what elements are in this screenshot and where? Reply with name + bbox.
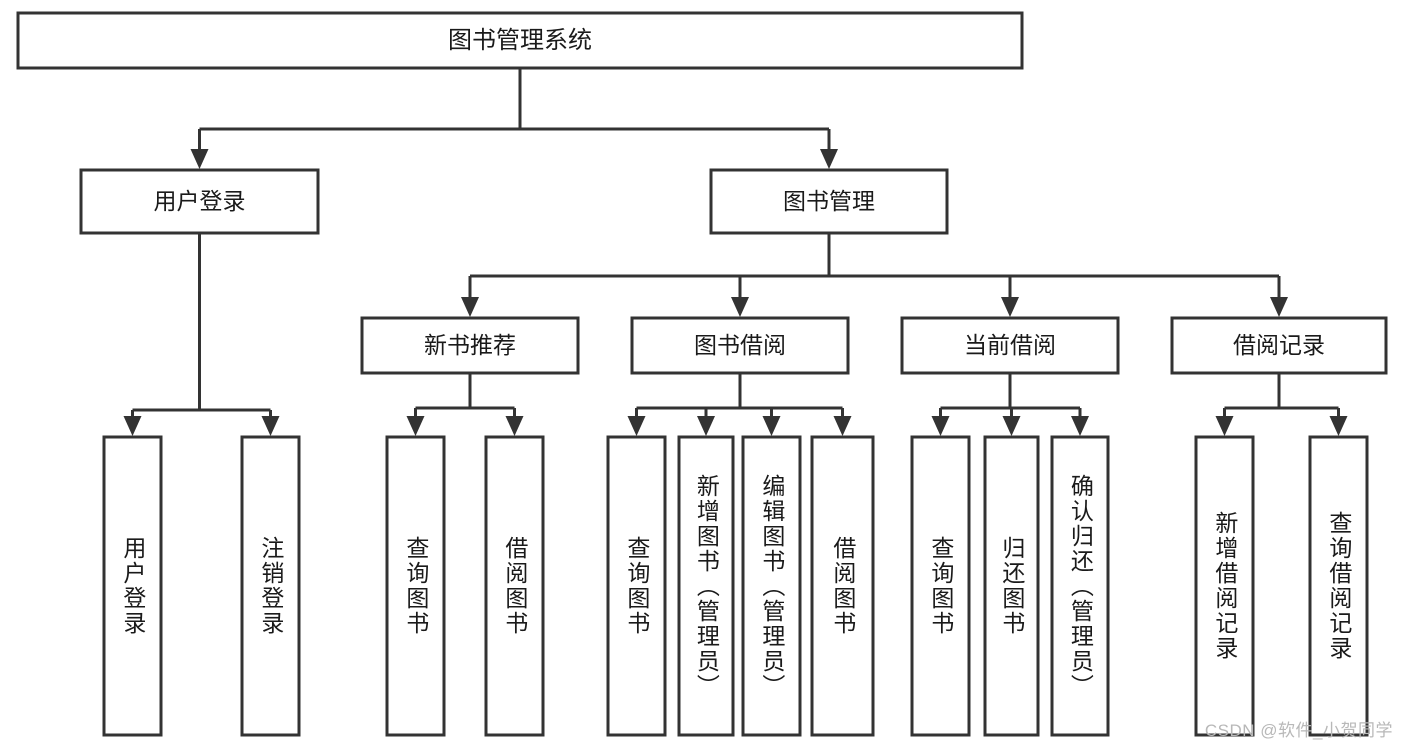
node-box-leaf-edit-book-admin[interactable] <box>741 435 802 737</box>
node-box-current-borrow[interactable] <box>900 316 1120 375</box>
connector-arrow-icon <box>931 416 950 436</box>
node-box-leaf-query-book-borrow[interactable] <box>606 435 667 737</box>
node-box-user-login[interactable] <box>79 168 320 235</box>
connector-arrow-icon <box>1329 416 1348 436</box>
node-box-leaf-logout[interactable] <box>240 435 301 737</box>
node-box-book-management[interactable] <box>709 168 949 235</box>
node-box-leaf-add-book-admin[interactable] <box>677 435 735 737</box>
connector-arrow-icon <box>1001 297 1019 317</box>
connector-arrow-icon <box>697 416 715 436</box>
connector-arrow-icon <box>190 149 209 169</box>
connector-arrow-icon <box>461 297 479 317</box>
connector-arrow-icon <box>1071 416 1089 436</box>
connector-arrow-icon <box>627 416 646 436</box>
connector-arrow-icon <box>731 297 749 317</box>
connector-arrow-icon <box>123 416 142 436</box>
connector-arrow-icon <box>261 416 280 436</box>
node-box-leaf-query-book-current[interactable] <box>910 435 971 737</box>
node-box-leaf-confirm-return-admin[interactable] <box>1050 435 1110 737</box>
node-box-borrow-records[interactable] <box>1170 316 1388 375</box>
connector-arrow-icon <box>1270 297 1288 317</box>
node-box-root[interactable] <box>16 11 1024 70</box>
connector-arrow-icon <box>762 416 781 436</box>
node-box-leaf-return-book[interactable] <box>983 435 1040 737</box>
boxes-layer <box>16 11 1388 737</box>
connectors-layer <box>123 68 1348 436</box>
connector-arrow-icon <box>833 416 852 436</box>
node-box-book-borrow[interactable] <box>630 316 850 375</box>
node-box-leaf-query-borrow-record[interactable] <box>1308 435 1369 737</box>
node-box-new-book-recommend[interactable] <box>360 316 580 375</box>
csdn-watermark: CSDN @软件_小贺同学 <box>1204 721 1393 740</box>
node-box-leaf-add-borrow-record[interactable] <box>1194 435 1255 737</box>
connector-arrow-icon <box>1215 416 1234 436</box>
connector-arrow-icon <box>820 149 838 169</box>
node-box-leaf-user-login[interactable] <box>102 435 163 737</box>
connector-arrow-icon <box>505 416 524 436</box>
node-box-leaf-borrow-book[interactable] <box>810 435 875 737</box>
connector-arrow-icon <box>1002 416 1021 436</box>
connector-arrow-icon <box>406 416 425 436</box>
node-box-leaf-borrow-book-recommend[interactable] <box>484 435 545 737</box>
node-box-leaf-query-book-recommend[interactable] <box>385 435 446 737</box>
